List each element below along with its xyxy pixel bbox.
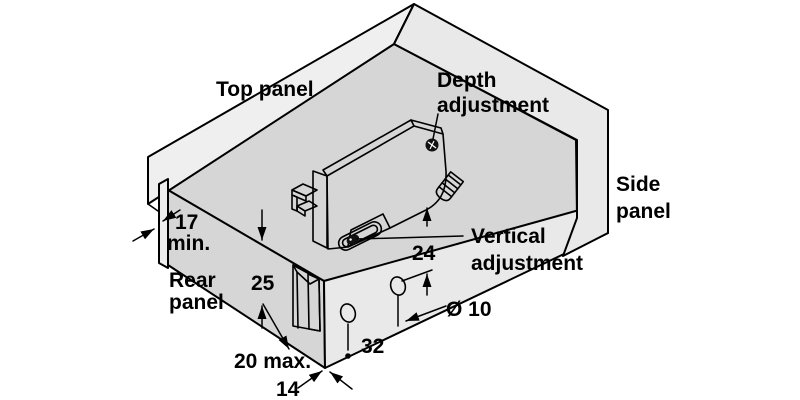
depth-adjustment-label-line1: Depth <box>437 69 497 92</box>
bracket-bolt <box>435 171 465 202</box>
vertical-adjustment-slot <box>337 221 383 251</box>
side-panel-label-line1: Side <box>616 173 660 196</box>
dim-32: 32 <box>361 335 384 358</box>
depth-adjustment-label-line2: adjustment <box>437 94 549 117</box>
side-panel-label-line2: panel <box>616 200 671 223</box>
drill-hole-left <box>339 303 357 359</box>
suspension-bracket <box>291 119 465 251</box>
dim-25: 25 <box>251 272 275 295</box>
rear-panel-label-line1: Rear <box>169 269 216 292</box>
rear-panel-strip <box>158 178 169 269</box>
bracket-hook <box>291 183 318 217</box>
dimension-lines <box>132 113 464 390</box>
rear-panel-label-line2: panel <box>169 291 224 314</box>
vertical-adjustment-label-line2: adjustment <box>471 252 583 275</box>
depth-adjustment-leader <box>432 113 439 140</box>
dim-14: 14 <box>276 378 300 400</box>
top-panel-label: Top panel <box>216 78 314 101</box>
vertical-adjustment-screw <box>346 234 359 245</box>
depth-adjustment-screw <box>425 138 439 152</box>
dim-20-max: 20 max. <box>234 350 311 373</box>
vertical-adjustment-label-line1: Vertical <box>471 225 546 248</box>
dim-17: 17 <box>175 211 198 234</box>
drill-hole-right <box>389 276 407 327</box>
panel-notch <box>292 264 321 332</box>
bracket-housing <box>326 125 447 250</box>
dim-hole-diameter: Ø 10 <box>446 298 492 321</box>
dim-17-min: min. <box>167 232 210 255</box>
bracket-back-plate <box>312 170 328 249</box>
dim-24: 24 <box>412 242 436 265</box>
vertical-adjustment-leader <box>356 235 464 240</box>
side-panel <box>393 3 609 257</box>
